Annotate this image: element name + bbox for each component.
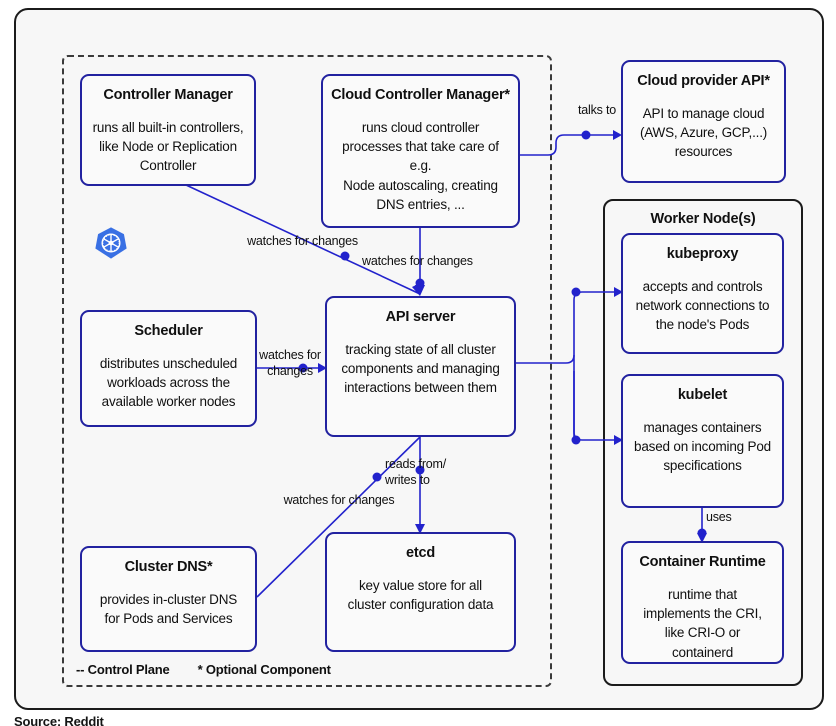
box-container-runtime[interactable]: Container Runtime runtime that implement… (621, 541, 784, 664)
box-cloud-provider-api[interactable]: Cloud provider API* API to manage cloud … (621, 60, 786, 183)
label-scheduler-to-api: watches for changes (259, 348, 321, 379)
label-etcd-to-api: reads from/ writes to (385, 457, 447, 488)
etcd-title: etcd (405, 545, 435, 561)
legend-optional-component: * Optional Component (197, 662, 331, 677)
box-api-server[interactable]: API server tracking state of all cluster… (325, 296, 516, 437)
box-cloud-controller-manager[interactable]: Cloud Controller Manager* runs cloud con… (321, 74, 520, 228)
api-server-desc: tracking state of all cluster components… (341, 342, 500, 396)
cloud-provider-api-desc: API to manage cloud (AWS, Azure, GCP,...… (639, 106, 768, 160)
label-kubelet-to-runtime: uses (706, 510, 732, 524)
box-cluster-dns[interactable]: Cluster DNS* provides in-cluster DNS for… (80, 546, 257, 652)
label-ccm-to-api: watches for changes (362, 254, 473, 268)
cluster-dns-title: Cluster DNS* (124, 559, 213, 575)
scheduler-title: Scheduler (134, 323, 203, 339)
kubelet-desc: manages containers based on incoming Pod… (634, 420, 771, 474)
cloud-controller-manager-title: Cloud Controller Manager* (331, 87, 510, 103)
legend-control-plane: -- Control Plane (76, 662, 170, 677)
control-plane-region (62, 55, 552, 687)
label-cluster-dns-to-api: watches for changes (283, 493, 395, 507)
legend: -- Control Plane * Optional Component (76, 662, 331, 677)
cluster-dns-desc: provides in-cluster DNS for Pods and Ser… (99, 592, 238, 627)
source-note: Source: Reddit (14, 714, 104, 726)
kubelet-title: kubelet (677, 387, 728, 403)
kubeproxy-desc: accepts and controls network connections… (635, 279, 770, 333)
cloud-provider-api-title: Cloud provider API* (637, 73, 770, 89)
container-runtime-desc: runtime that implements the CRI, like CR… (643, 587, 762, 660)
label-ccm-to-cloud-api: talks to (578, 103, 616, 117)
etcd-desc: key value store for all cluster configur… (347, 578, 494, 613)
box-kubeproxy[interactable]: kubeproxy accepts and controls network c… (621, 233, 784, 354)
controller-manager-desc: runs all built-in controllers, like Node… (92, 120, 244, 174)
label-controller-manager-to-api: watches for changes (247, 234, 358, 248)
worker-node-title: Worker Node(s) (650, 211, 756, 227)
box-scheduler[interactable]: Scheduler distributes unscheduled worklo… (80, 310, 257, 427)
box-etcd[interactable]: etcd key value store for all cluster con… (325, 532, 516, 652)
kubeproxy-title: kubeproxy (666, 246, 739, 262)
container-runtime-title: Container Runtime (639, 554, 766, 570)
scheduler-desc: distributes unscheduled workloads across… (99, 356, 238, 410)
kubernetes-logo-icon (94, 226, 128, 260)
box-controller-manager[interactable]: Controller Manager runs all built-in con… (80, 74, 256, 186)
controller-manager-title: Controller Manager (103, 87, 233, 103)
api-server-title: API server (385, 309, 456, 325)
box-kubelet[interactable]: kubelet manages containers based on inco… (621, 374, 784, 508)
cloud-controller-manager-desc: runs cloud controller processes that tak… (342, 120, 499, 212)
